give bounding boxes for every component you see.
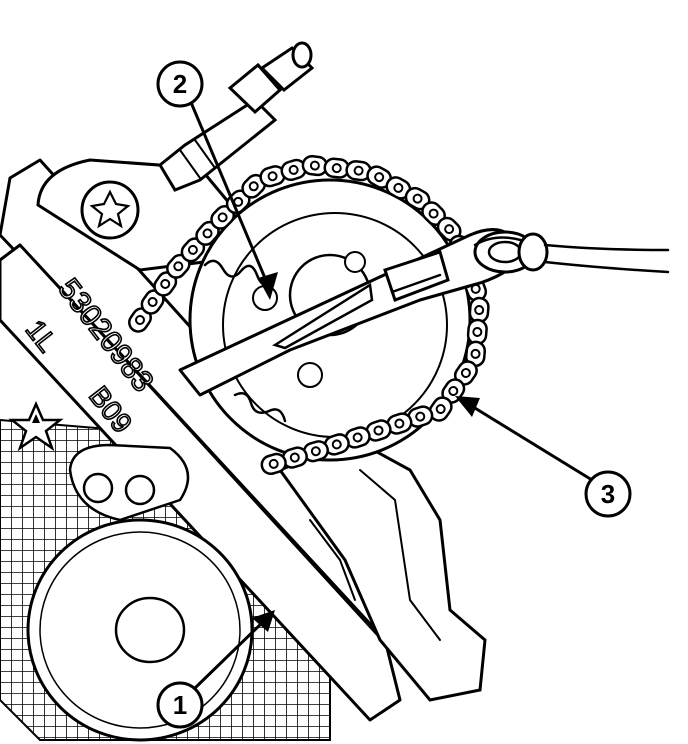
- chain-link: [385, 176, 412, 200]
- chain-link: [428, 396, 453, 422]
- lower-pulley: [26, 518, 254, 742]
- holding-tool: [178, 228, 670, 397]
- chain-link: [166, 253, 191, 279]
- callout-1: 1: [156, 681, 204, 729]
- callout-leaders: [188, 98, 594, 690]
- chain-link: [344, 426, 371, 449]
- chain-link: [210, 205, 235, 230]
- chain-link: [466, 318, 488, 346]
- chain-link: [407, 405, 434, 428]
- callout-3-number: 3: [601, 479, 615, 509]
- sprocket-hole-2: [297, 362, 323, 388]
- sprocket-hole-3: [344, 251, 366, 273]
- callout-1-number: 1: [173, 690, 187, 720]
- callout-3: 3: [584, 470, 632, 518]
- pentastar-logo: [8, 400, 64, 452]
- callout-2-number: 2: [173, 69, 187, 99]
- chain-link: [323, 433, 350, 456]
- lower-mount-boss: [68, 443, 190, 522]
- chain-link: [153, 271, 178, 297]
- chain-link: [128, 307, 152, 333]
- callout-2: 2: [156, 60, 204, 108]
- chain-guide-housing: [277, 438, 487, 702]
- chain-link: [386, 412, 413, 435]
- chain-link: [260, 452, 287, 476]
- chain-link: [468, 296, 490, 324]
- sensor-plug: [158, 41, 315, 192]
- chain-link: [280, 158, 307, 182]
